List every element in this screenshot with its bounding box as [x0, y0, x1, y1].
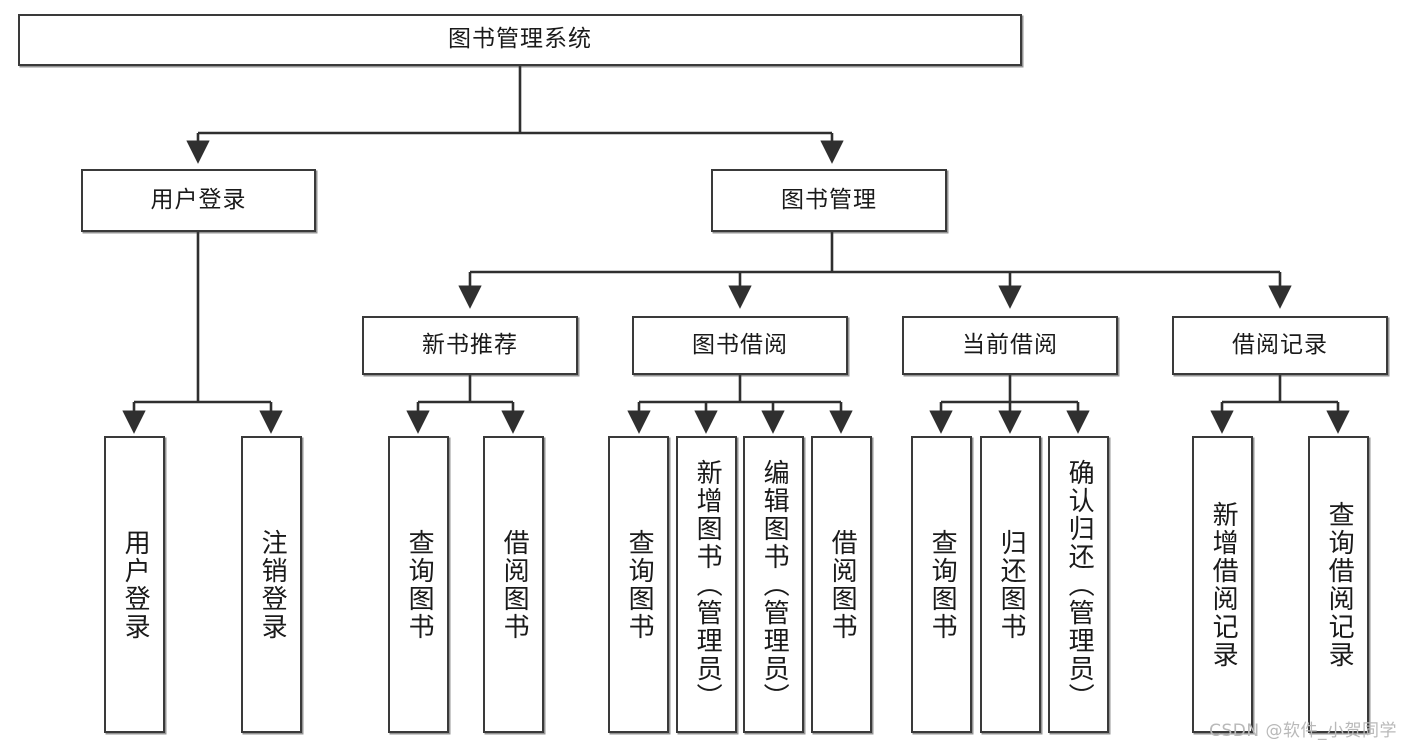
- csdn-watermark: CSDN @软件_小贺同学: [1209, 721, 1397, 741]
- node-label: 用户登录: [120, 528, 151, 641]
- node-current-borrow[interactable]: 当前借阅: [902, 316, 1118, 375]
- leaf-book-borrow-query-books[interactable]: 查询图书: [608, 436, 669, 733]
- node-label: 归还图书: [996, 528, 1027, 641]
- leaf-book-borrow-edit-book-admin[interactable]: 编辑图书（管理员）: [743, 436, 804, 733]
- leaf-user-login-login[interactable]: 用户登录: [104, 436, 165, 733]
- leaf-book-borrow-borrow-books[interactable]: 借阅图书: [811, 436, 872, 733]
- node-label: 确认归还（管理员）: [1064, 458, 1095, 711]
- node-label: 查询借阅记录: [1324, 500, 1355, 669]
- leaf-new-book-query-books[interactable]: 查询图书: [388, 436, 449, 733]
- node-label: 新增图书（管理员）: [692, 458, 723, 711]
- node-label: 图书借阅: [692, 331, 788, 358]
- node-label: 当前借阅: [962, 331, 1058, 358]
- node-new-book-recommend[interactable]: 新书推荐: [362, 316, 578, 375]
- leaf-current-borrow-query-books[interactable]: 查询图书: [911, 436, 972, 733]
- leaf-user-login-logout[interactable]: 注销登录: [241, 436, 302, 733]
- node-label: 查询图书: [927, 528, 958, 641]
- node-label: 借阅图书: [499, 528, 530, 641]
- leaf-current-borrow-return-books[interactable]: 归还图书: [980, 436, 1041, 733]
- node-user-login[interactable]: 用户登录: [81, 169, 316, 232]
- node-label: 新增借阅记录: [1208, 500, 1239, 669]
- leaf-borrow-record-query-record[interactable]: 查询借阅记录: [1308, 436, 1369, 733]
- leaf-current-borrow-confirm-return-admin[interactable]: 确认归还（管理员）: [1048, 436, 1109, 733]
- leaf-book-borrow-add-book-admin[interactable]: 新增图书（管理员）: [676, 436, 737, 733]
- node-root-book-management-system[interactable]: 图书管理系统: [18, 14, 1022, 66]
- node-book-management[interactable]: 图书管理: [711, 169, 947, 232]
- node-label: 图书管理: [781, 186, 877, 213]
- node-label: 图书管理系统: [448, 26, 592, 53]
- leaf-borrow-record-add-record[interactable]: 新增借阅记录: [1192, 436, 1253, 733]
- node-label: 查询图书: [624, 528, 655, 641]
- node-label: 借阅记录: [1232, 331, 1328, 358]
- node-label: 借阅图书: [827, 528, 858, 641]
- node-label: 新书推荐: [422, 331, 518, 358]
- node-label: 查询图书: [404, 528, 435, 641]
- node-borrow-record[interactable]: 借阅记录: [1172, 316, 1388, 375]
- node-book-borrow[interactable]: 图书借阅: [632, 316, 848, 375]
- node-label: 用户登录: [150, 186, 247, 213]
- node-label: 注销登录: [257, 528, 288, 641]
- leaf-new-book-borrow-books[interactable]: 借阅图书: [483, 436, 544, 733]
- node-label: 编辑图书（管理员）: [759, 458, 790, 711]
